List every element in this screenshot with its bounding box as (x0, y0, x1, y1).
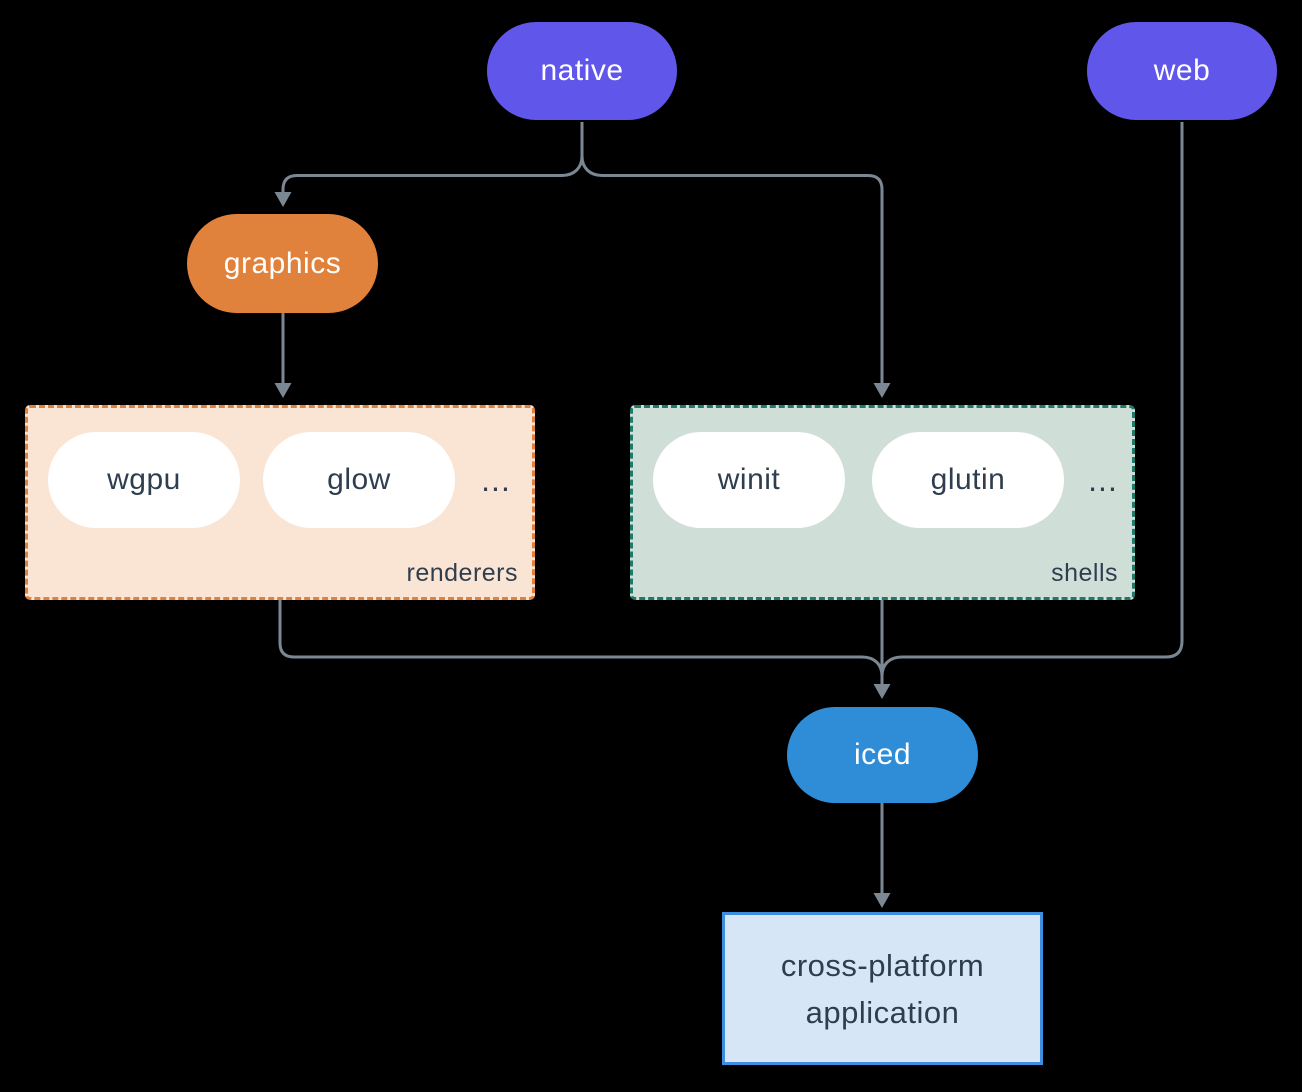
pill-winit-label: winit (717, 463, 781, 496)
pill-glutin: glutin (872, 432, 1064, 528)
pill-wgpu-label: wgpu (107, 463, 181, 496)
edge-native-shells (580, 155, 884, 383)
node-native: native (487, 22, 677, 120)
arrowhead (274, 192, 292, 207)
node-iced: iced (787, 707, 978, 803)
application-label-line1: cross-platform (780, 947, 985, 983)
node-application: cross-platform application (722, 912, 1043, 1065)
shells-group-label: shells (1051, 559, 1118, 587)
node-native-label: native (540, 54, 624, 87)
group-shells: winit glutin ... shells (630, 405, 1135, 600)
arrowhead (873, 893, 891, 908)
application-label-line2: application (805, 994, 960, 1030)
arrowhead (873, 383, 891, 398)
arrowhead (873, 684, 891, 699)
node-graphics-label: graphics (223, 246, 342, 280)
pill-wgpu: wgpu (48, 432, 240, 528)
node-graphics: graphics (187, 214, 378, 313)
renderers-ellipsis: ... (481, 461, 511, 498)
pill-glutin-label: glutin (930, 463, 1006, 496)
node-web-label: web (1153, 54, 1211, 87)
edge-native-graphics (281, 122, 584, 192)
edge-renderers-iced (278, 600, 884, 677)
pill-glow-label: glow (327, 463, 391, 496)
node-web: web (1087, 22, 1277, 120)
shells-ellipsis: ... (1088, 461, 1118, 498)
pill-glow: glow (263, 432, 455, 528)
node-iced-label: iced (853, 738, 912, 771)
edge-web-iced (880, 122, 1184, 677)
group-renderers: wgpu glow ... renderers (25, 405, 535, 600)
arrowhead (274, 383, 292, 398)
renderers-group-label: renderers (406, 559, 518, 587)
pill-winit: winit (653, 432, 845, 528)
